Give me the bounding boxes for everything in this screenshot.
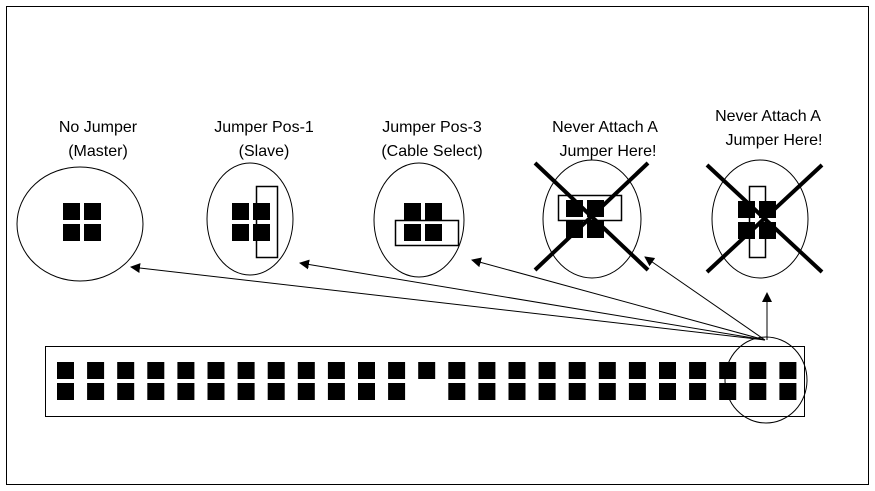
- arrow-to-config-3: [471, 257, 766, 341]
- connector-pin: [358, 362, 375, 379]
- connector-pin: [478, 362, 496, 379]
- config-jumper-pos-1: [206, 162, 294, 276]
- connector-pin: [177, 362, 195, 379]
- connector-pin: [388, 362, 406, 379]
- connector-pin: [538, 362, 556, 379]
- arrow-to-config-4: [644, 256, 766, 341]
- arrow-to-config-1: [130, 263, 766, 341]
- connector-pin: [57, 383, 74, 400]
- connector-pin: [689, 383, 707, 400]
- connector-pin: [508, 383, 526, 400]
- connector-pin: [297, 383, 315, 400]
- connector-pin: [237, 362, 255, 379]
- connector-pin: [207, 362, 225, 379]
- pin: [84, 224, 101, 241]
- connector-pin: [87, 362, 105, 379]
- connector-pin: [57, 362, 74, 379]
- config-never-attach-horizontal: [533, 159, 650, 279]
- connector-pin: [508, 362, 526, 379]
- config-2-label-line1: Jumper Pos-1: [214, 119, 314, 136]
- diagram-frame: [6, 6, 869, 485]
- connector-pin: [598, 362, 616, 379]
- connector-pin: [147, 362, 165, 379]
- connector-pin: [448, 362, 466, 379]
- connector-pin: [719, 383, 737, 400]
- connector-pin: [297, 362, 315, 379]
- config-1-label-line1: No Jumper: [59, 119, 138, 136]
- pin: [63, 224, 80, 241]
- ide-connector-body: [45, 346, 805, 417]
- connector-pin: [568, 362, 586, 379]
- cross-line: [533, 161, 650, 272]
- connector-pin: [267, 362, 285, 379]
- pin: [253, 203, 270, 220]
- connector-pin: [117, 362, 135, 379]
- pin: [404, 224, 421, 241]
- jumper-cap: [255, 185, 279, 259]
- connector-pin: [358, 383, 375, 400]
- connector-pin: [237, 383, 255, 400]
- pin: [63, 203, 80, 220]
- connector-pin: [749, 383, 767, 400]
- connector-pin: [568, 383, 586, 400]
- connector-pin: [628, 383, 646, 400]
- arrow-to-config-2: [299, 259, 766, 341]
- pin: [738, 222, 755, 239]
- connector-pin: [388, 383, 406, 400]
- ide-connector-pins: [57, 362, 797, 400]
- connector-pin: [267, 383, 285, 400]
- pin-circle: [542, 159, 642, 279]
- connector-pin: [478, 383, 496, 400]
- pin: [425, 224, 442, 241]
- pin: [425, 203, 442, 220]
- pin-circle: [373, 162, 465, 278]
- pin: [232, 203, 249, 220]
- connector-pin: [418, 362, 436, 379]
- connector-pin: [628, 362, 646, 379]
- connector-pin: [659, 362, 676, 379]
- connector-pin: [779, 383, 797, 400]
- connector-pin: [719, 362, 737, 379]
- arrows: [130, 256, 772, 341]
- connector-pin: [448, 383, 466, 400]
- config-4-label-line1: Never Attach A: [552, 119, 658, 136]
- pin: [404, 203, 421, 220]
- jumper-cap: [394, 219, 460, 247]
- connector-pin: [87, 383, 105, 400]
- connector-pin: [538, 383, 556, 400]
- pin: [232, 224, 249, 241]
- pin: [253, 224, 270, 241]
- connector-pin: [598, 383, 616, 400]
- config-4-label-line2: Jumper Here!: [560, 143, 657, 160]
- connector-pin: [177, 383, 195, 400]
- connector-pin: [659, 383, 676, 400]
- pin: [566, 221, 583, 238]
- pin-circle: [206, 162, 294, 276]
- config-jumper-pos-3: [373, 162, 465, 278]
- config-3-label-line1: Jumper Pos-3: [382, 119, 482, 136]
- cross-line: [705, 163, 824, 274]
- pin: [587, 200, 604, 217]
- connector-pin: [327, 383, 345, 400]
- jumper-block-highlight: [724, 336, 808, 424]
- connector-pin: [207, 383, 225, 400]
- config-never-attach-vertical: [705, 159, 824, 279]
- pin: [84, 203, 101, 220]
- config-3-label-line2: (Cable Select): [381, 143, 482, 160]
- config-1-label-line2: (Master): [68, 143, 128, 160]
- config-2-label-line2: (Slave): [239, 143, 290, 160]
- config-5-label-line2: Jumper Here!: [726, 132, 823, 149]
- config-no-jumper: [16, 166, 144, 282]
- pin-circle: [16, 166, 144, 282]
- connector-pin: [749, 362, 767, 379]
- config-5-label-line1: Never Attach A: [715, 108, 821, 125]
- connector-pin: [327, 362, 345, 379]
- connector-pin: [117, 383, 135, 400]
- connector-pin: [779, 362, 797, 379]
- pin-circle: [711, 159, 809, 279]
- connector-pin: [147, 383, 165, 400]
- connector-pin: [689, 362, 707, 379]
